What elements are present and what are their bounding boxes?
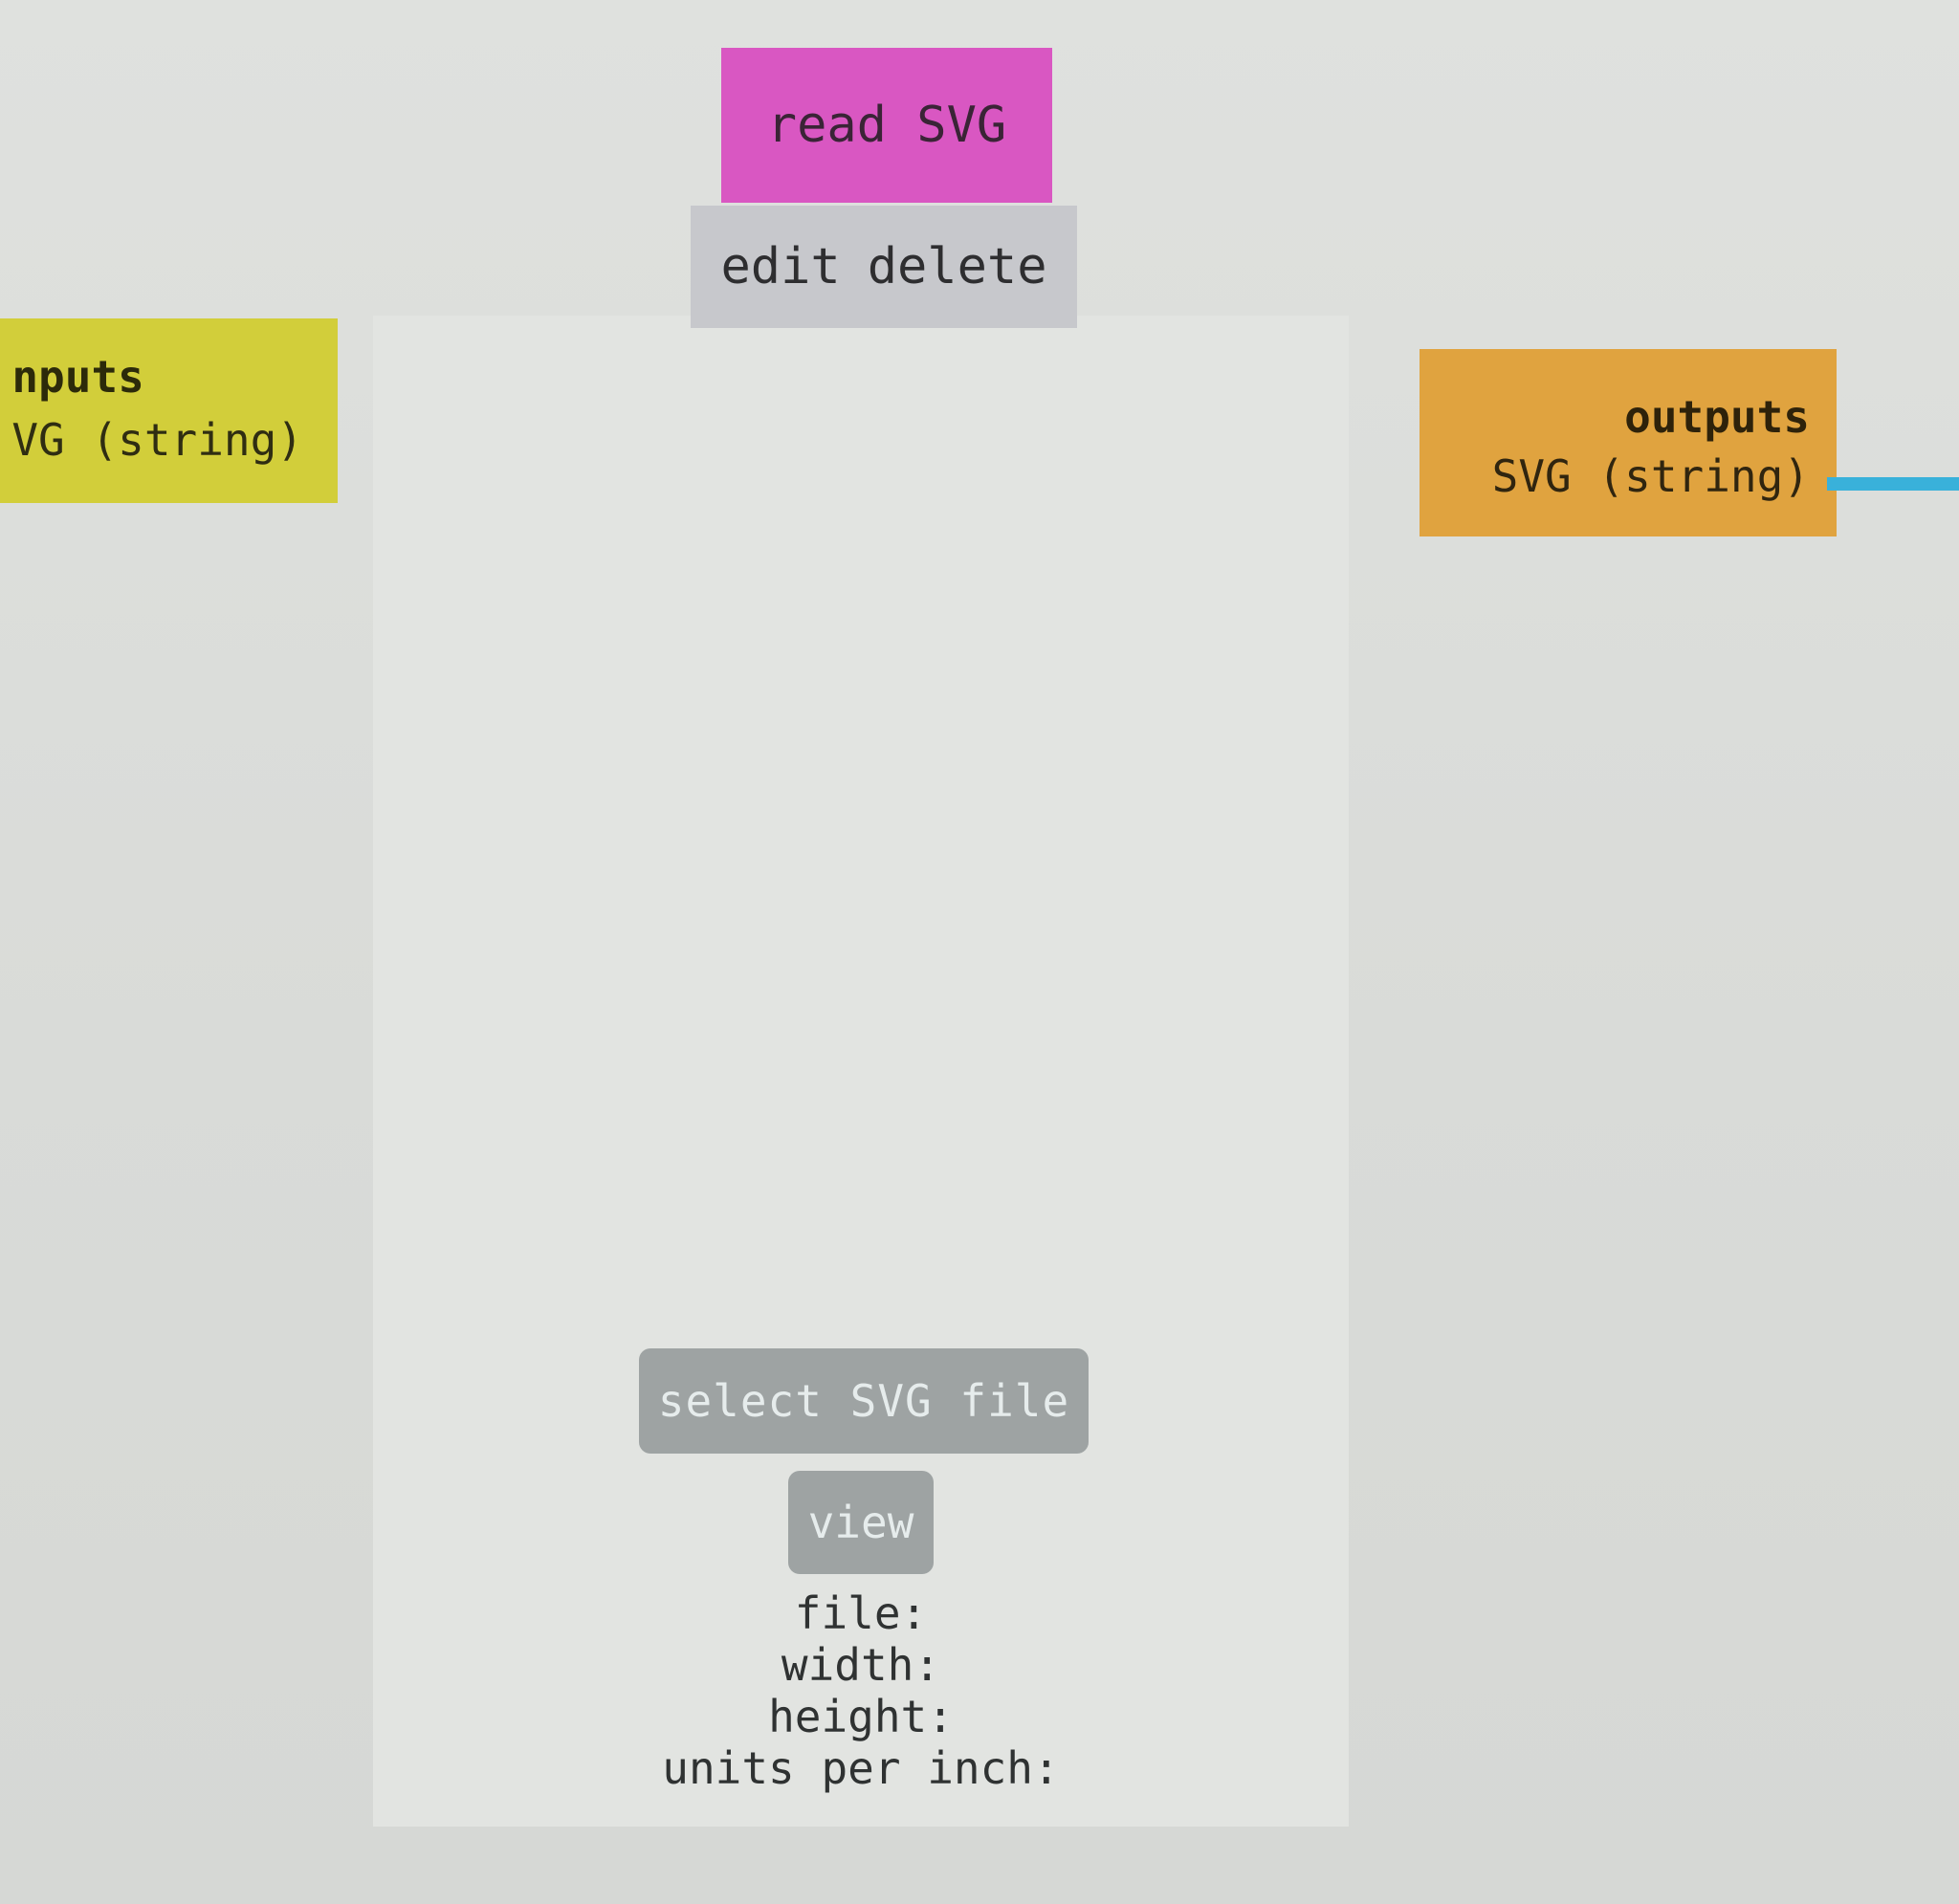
height-label: height: [768,1691,954,1742]
output-connection-line[interactable] [1827,477,1959,491]
outputs-title: outputs [1624,391,1810,443]
file-label: file: [794,1587,928,1639]
units-per-inch-label: units per inch: [662,1742,1060,1794]
outputs-type: SVG (string) [1491,450,1810,502]
view-button[interactable]: view [788,1471,934,1574]
edit-bar: edit delete [691,206,1077,328]
outputs-port[interactable]: outputs SVG (string) [1420,349,1837,536]
width-label: width: [781,1639,941,1691]
edit-button[interactable]: edit [720,238,841,295]
module-title-label: read SVG [766,97,1007,154]
inputs-type: VG (string) [11,414,303,466]
module-panel [373,316,1349,1827]
module-title[interactable]: read SVG [721,48,1052,203]
inputs-title: nputs [11,351,144,403]
delete-button[interactable]: delete [867,238,1047,295]
select-svg-file-button[interactable]: select SVG file [639,1348,1089,1454]
inputs-port[interactable]: nputs VG (string) [0,318,338,503]
svg-info: file: width: height: units per inch: [574,1587,1148,1794]
